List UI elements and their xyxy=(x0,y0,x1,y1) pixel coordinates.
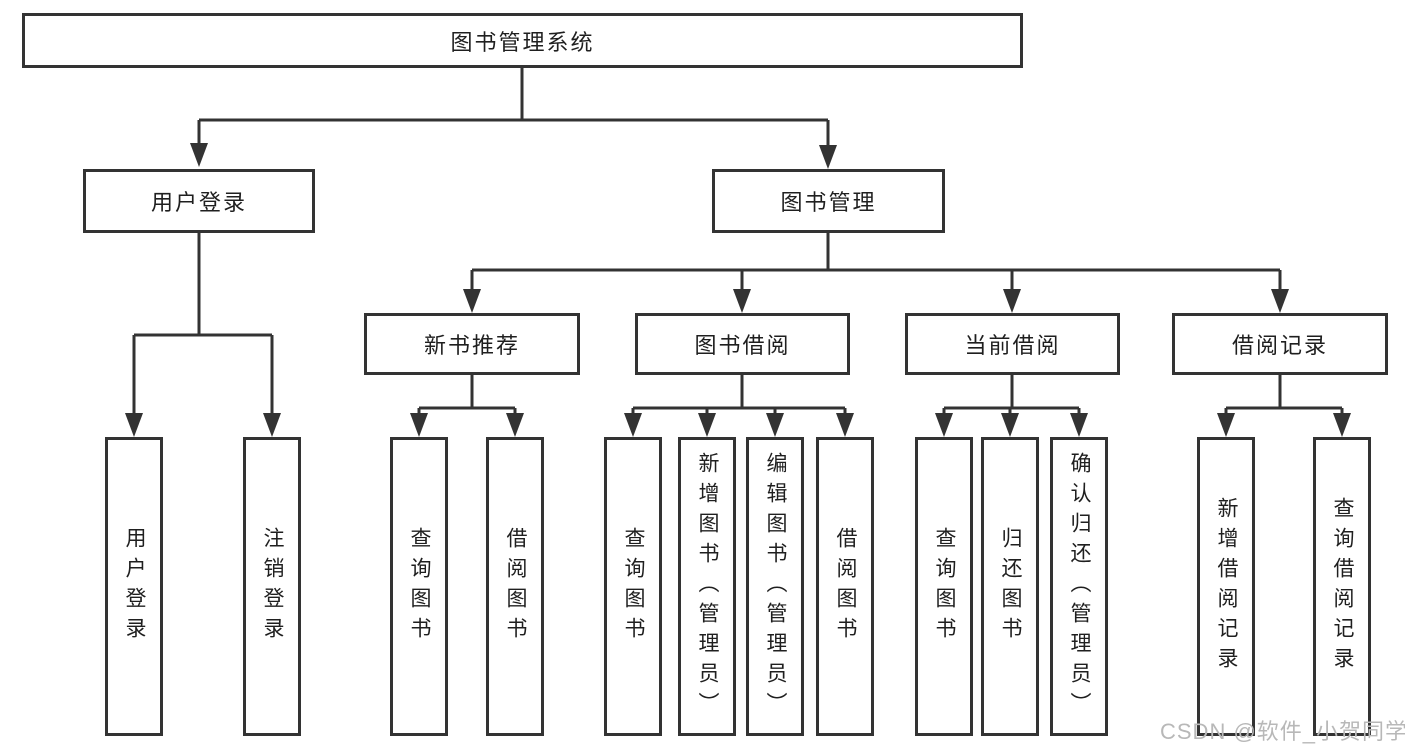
leaf-confirm-return-admin-label: 确认归还（管理员） xyxy=(1068,451,1091,722)
node-root-label: 图书管理系统 xyxy=(450,29,595,55)
leaf-add-borrow-record-label: 新增借阅记录 xyxy=(1215,496,1238,677)
leaf-user-login: 用户登录 xyxy=(105,437,163,736)
leaf-add-borrow-record: 新增借阅记录 xyxy=(1197,437,1255,736)
node-borrow-records-label: 借阅记录 xyxy=(1231,333,1328,358)
leaf-borrow-book: 借阅图书 xyxy=(816,437,874,736)
leaf-borrow-book-label: 借阅图书 xyxy=(834,526,857,647)
node-user-login: 用户登录 xyxy=(83,169,315,233)
leaf-logout-label: 注销登录 xyxy=(261,526,284,647)
node-book-management-label: 图书管理 xyxy=(780,190,877,215)
leaf-add-book-admin-label: 新增图书（管理员） xyxy=(696,451,719,722)
node-new-book-recommend-label: 新书推荐 xyxy=(423,333,520,358)
leaf-query-books-current-label: 查询图书 xyxy=(933,526,956,647)
node-book-borrow: 图书借阅 xyxy=(635,313,850,375)
leaf-add-book-admin: 新增图书（管理员） xyxy=(678,437,736,736)
node-current-borrow-label: 当前借阅 xyxy=(964,333,1061,358)
leaf-query-books-recommend-label: 查询图书 xyxy=(408,526,431,647)
leaf-logout: 注销登录 xyxy=(243,437,301,736)
node-root-library-management-system: 图书管理系统 xyxy=(22,13,1023,68)
node-new-book-recommend: 新书推荐 xyxy=(364,313,580,375)
node-book-borrow-label: 图书借阅 xyxy=(694,333,791,358)
leaf-query-borrow-record-label: 查询借阅记录 xyxy=(1331,496,1354,677)
node-user-login-label: 用户登录 xyxy=(150,190,247,215)
node-current-borrow: 当前借阅 xyxy=(905,313,1120,375)
leaf-return-book: 归还图书 xyxy=(981,437,1039,736)
csdn-watermark: CSDN @软件_小贺同学 xyxy=(1160,719,1405,744)
leaf-return-book-label: 归还图书 xyxy=(999,526,1022,647)
leaf-query-books-borrow-label: 查询图书 xyxy=(622,526,645,647)
leaf-confirm-return-admin: 确认归还（管理员） xyxy=(1050,437,1108,736)
leaf-user-login-label: 用户登录 xyxy=(123,526,146,647)
leaf-query-books-borrow: 查询图书 xyxy=(604,437,662,736)
leaf-query-borrow-record: 查询借阅记录 xyxy=(1313,437,1371,736)
leaf-borrow-book-recommend: 借阅图书 xyxy=(486,437,544,736)
leaf-borrow-book-recommend-label: 借阅图书 xyxy=(504,526,527,647)
leaf-edit-book-admin-label: 编辑图书（管理员） xyxy=(764,451,787,722)
leaf-edit-book-admin: 编辑图书（管理员） xyxy=(746,437,804,736)
leaf-query-books-recommend: 查询图书 xyxy=(390,437,448,736)
node-book-management: 图书管理 xyxy=(712,169,945,233)
node-borrow-records: 借阅记录 xyxy=(1172,313,1388,375)
leaf-query-books-current: 查询图书 xyxy=(915,437,973,736)
